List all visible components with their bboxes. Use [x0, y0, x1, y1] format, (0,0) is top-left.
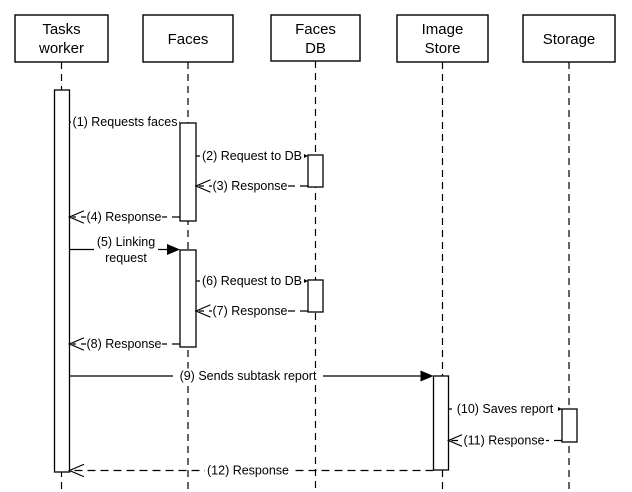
message-11-label: (11) Response [463, 434, 544, 448]
actor-storage-label: Storage [543, 31, 596, 48]
message-12-label-bg [205, 463, 291, 478]
message-11-label-bg [462, 433, 546, 448]
message-10-label-bg [452, 401, 558, 417]
activation-tasks-worker [53, 89, 71, 473]
message-4-label-bg [86, 209, 162, 225]
message-7: (7) Response [194, 303, 308, 319]
message-3-label: (3) Response [212, 179, 287, 193]
message-12-label: (12) Response [207, 464, 289, 478]
actor-storage: Storage [522, 14, 616, 63]
actor-tasks-worker-label-line1: Tasks [42, 21, 80, 38]
message-5: (5) Linking request [69, 233, 180, 266]
message-9-label: (9) Sends subtask report [180, 369, 317, 383]
actor-tasks-worker: Tasks worker [14, 14, 109, 63]
message-7-label: (7) Response [212, 304, 287, 318]
actor-tasks-worker-label-line2: worker [38, 40, 84, 57]
actor-tasks-worker-box [14, 14, 109, 63]
message-6-label-bg [200, 273, 304, 289]
actor-image-store-label-line2: Store [425, 40, 461, 57]
message-12: (12) Response [67, 463, 434, 478]
actor-faces-db-label-line1: Faces [295, 21, 336, 38]
message-4: (4) Response [67, 209, 180, 225]
message-8: (8) Response [67, 336, 180, 352]
actor-faces-db: Faces DB [270, 14, 361, 62]
actor-faces: Faces [142, 14, 234, 63]
message-5-arrowhead-icon [167, 244, 180, 255]
actor-storage-box [522, 14, 616, 63]
message-6-label: (6) Request to DB [202, 274, 302, 288]
message-7-arrowhead-icon [194, 304, 211, 318]
message-8-label-bg [86, 336, 162, 352]
message-3-arrowhead-icon [194, 179, 211, 193]
activation-faces-1 [179, 122, 197, 222]
activation-image-store [432, 375, 450, 471]
message-7-label-bg [212, 303, 288, 319]
message-2: (2) Request to DB [196, 148, 308, 164]
message-2-label: (2) Request to DB [202, 149, 302, 163]
message-6: (6) Request to DB [196, 273, 308, 289]
message-1-label: (1) Requests faces [73, 115, 178, 129]
actor-faces-db-box [270, 14, 361, 62]
actor-faces-db-label-line2: DB [305, 40, 326, 57]
message-5-label-line2: request [105, 251, 147, 265]
message-8-label: (8) Response [86, 337, 161, 351]
message-11: (11) Response [446, 433, 562, 448]
actor-faces-label: Faces [168, 31, 209, 48]
actor-faces-box [142, 14, 234, 63]
message-10: (10) Saves report [448, 401, 562, 417]
activation-storage [561, 408, 578, 443]
activation-faces-db-1 [307, 154, 324, 188]
message-1: (1) Requests faces [69, 114, 180, 130]
message-8-arrowhead-icon [67, 337, 85, 351]
actor-image-store-label-line1: Image [422, 21, 464, 38]
message-11-arrowhead-icon [446, 433, 464, 448]
message-5-label-bg [94, 233, 158, 266]
actor-image-store: Image Store [396, 14, 489, 63]
actor-image-store-box [396, 14, 489, 63]
message-4-arrowhead-icon [67, 210, 85, 224]
message-9-label-bg [173, 368, 323, 384]
message-4-label: (4) Response [86, 210, 161, 224]
message-3: (3) Response [194, 178, 308, 194]
message-9-arrowhead-icon [420, 370, 434, 382]
message-2-label-bg [200, 148, 304, 164]
message-10-label: (10) Saves report [457, 402, 554, 416]
activation-faces-2 [179, 249, 197, 348]
message-12-arrowhead-icon [67, 463, 85, 478]
message-3-label-bg [212, 178, 288, 194]
activation-faces-db-2 [307, 279, 324, 313]
message-1-label-bg [71, 114, 179, 130]
message-9: (9) Sends subtask report [69, 368, 434, 384]
message-5-label-line1: (5) Linking [97, 235, 155, 249]
